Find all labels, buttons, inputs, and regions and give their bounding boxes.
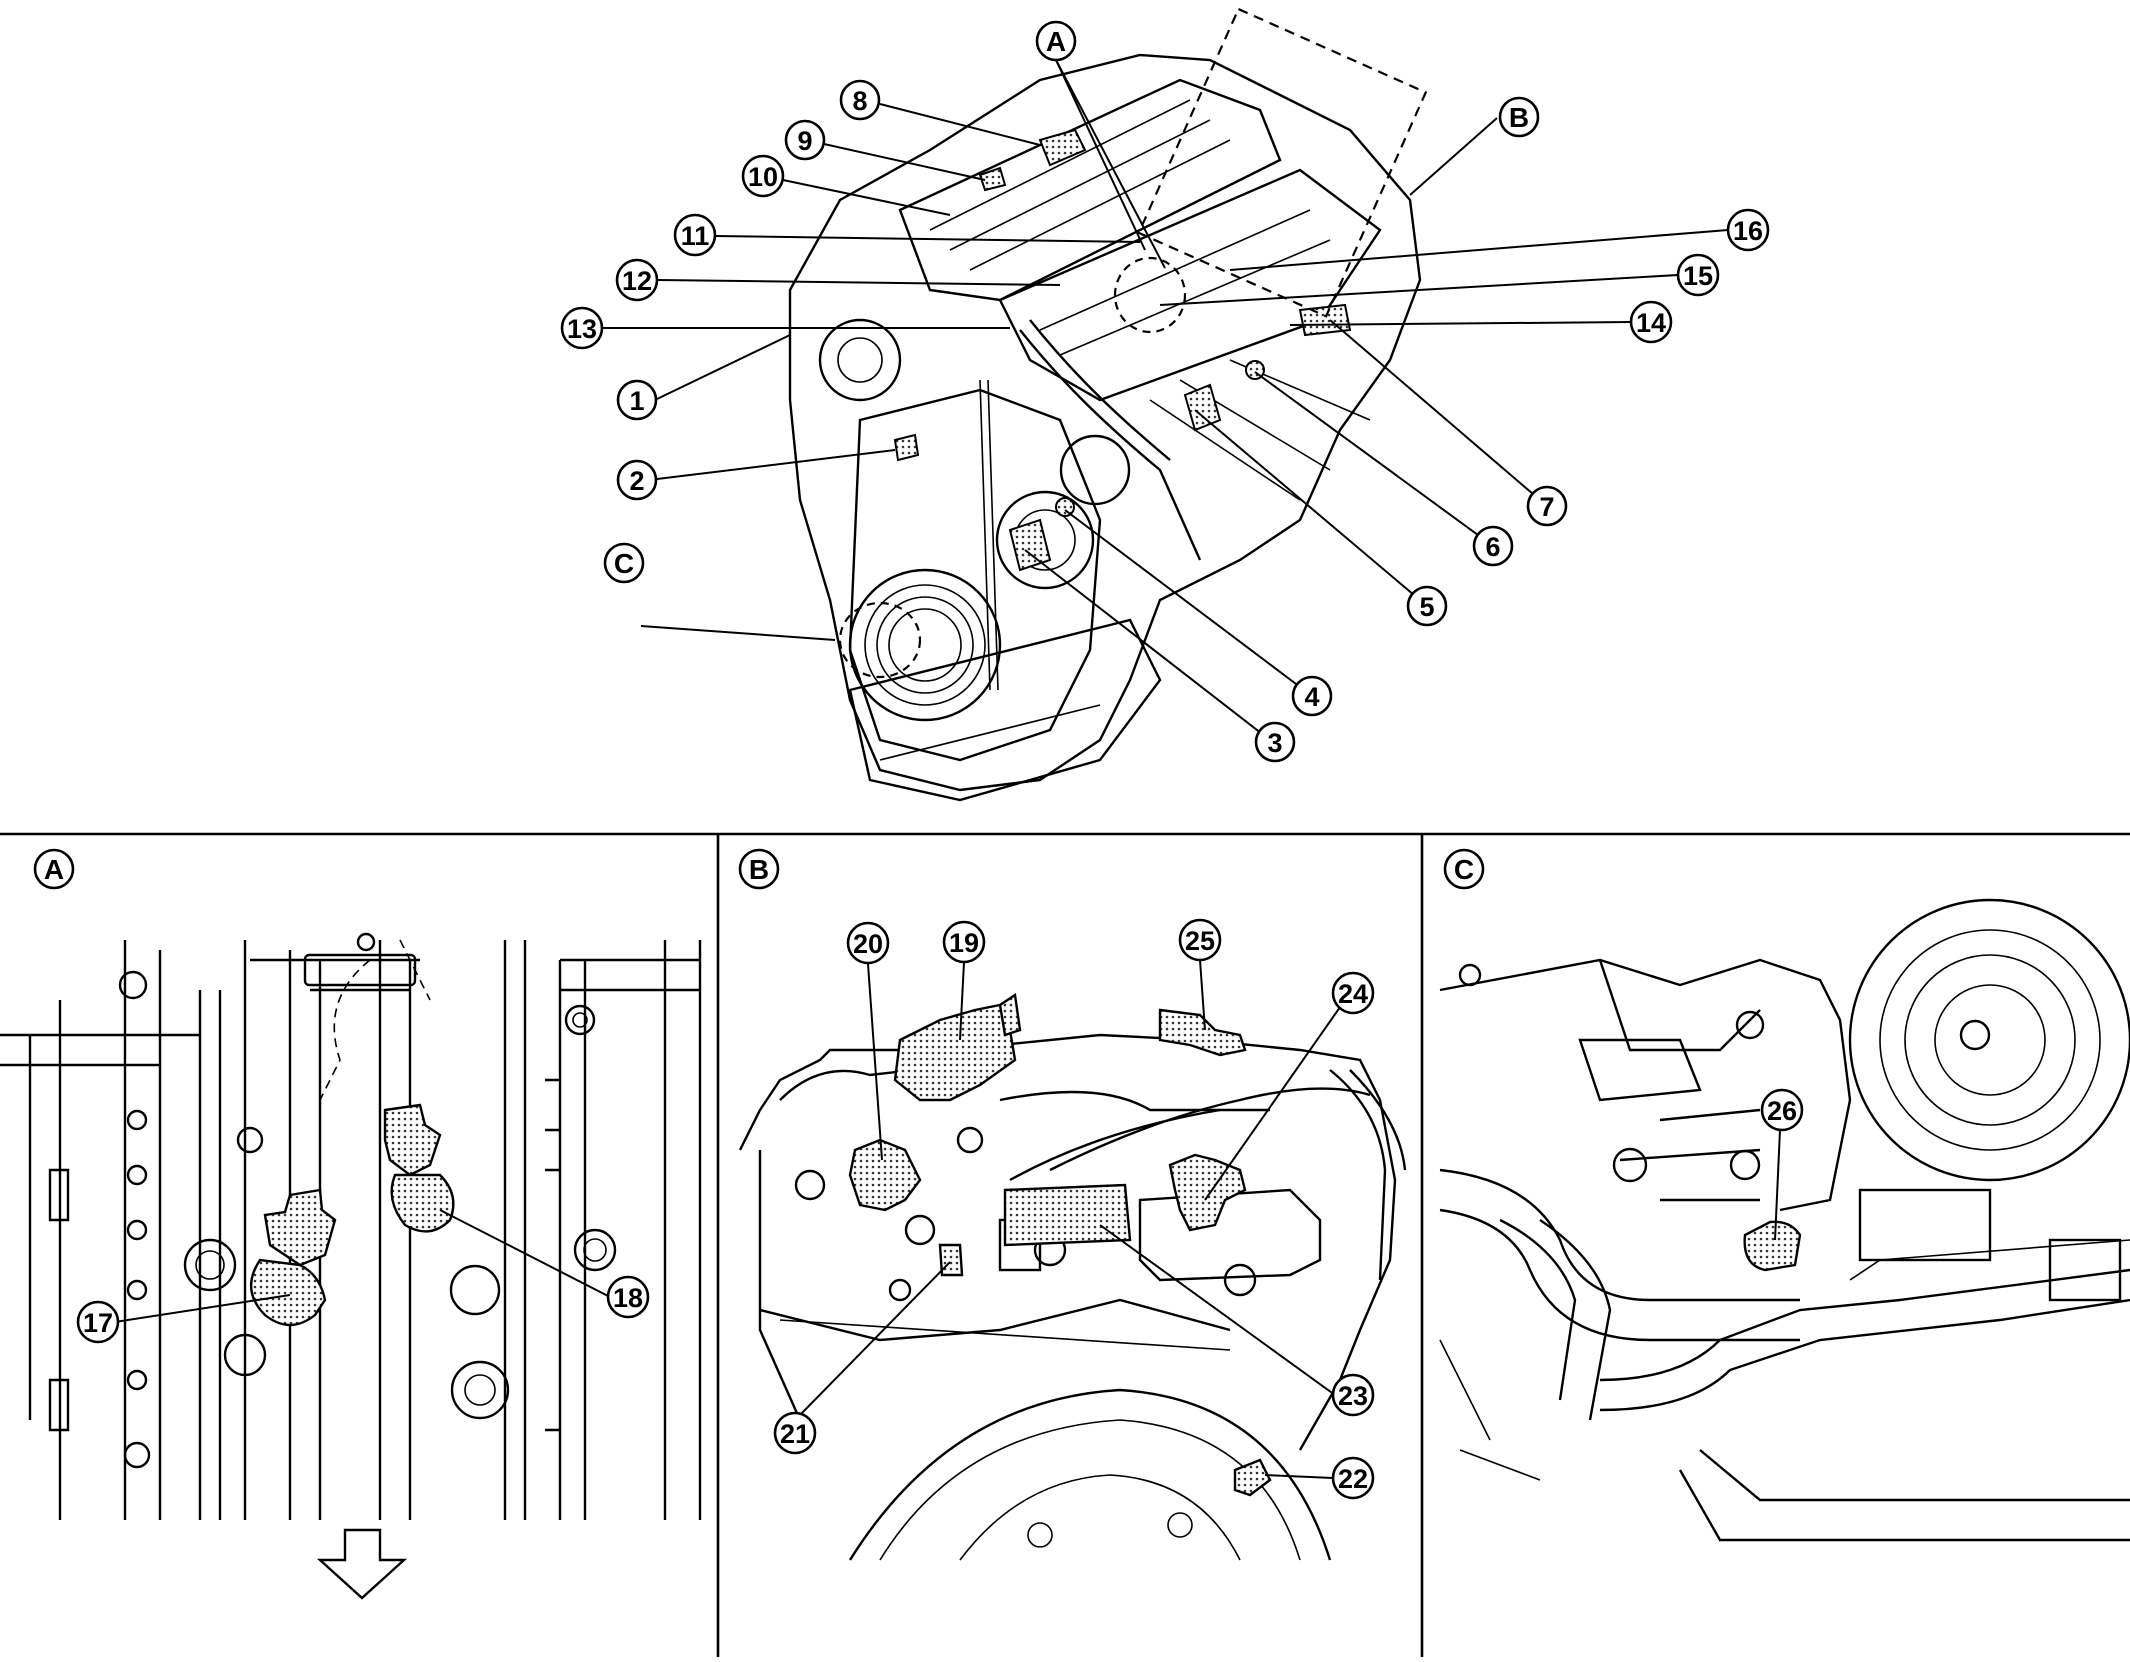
callout-12: 12	[615, 258, 659, 302]
svg-text:25: 25	[1185, 926, 1215, 956]
callout-21: 21	[773, 1411, 817, 1455]
svg-text:19: 19	[949, 928, 979, 958]
detail-a-marker	[1113, 256, 1187, 334]
svg-text:15: 15	[1683, 261, 1713, 291]
svg-text:1: 1	[629, 386, 644, 416]
svg-text:23: 23	[1338, 1381, 1368, 1411]
callout-26: 26	[1760, 1088, 1804, 1132]
sensor-26	[1743, 1220, 1802, 1272]
callout-20: 20	[846, 921, 890, 965]
callout-17: 17	[76, 1300, 120, 1344]
callout-1: 1	[616, 379, 658, 421]
svg-text:5: 5	[1419, 592, 1434, 622]
callout-5: 5	[1406, 585, 1448, 627]
svg-text:6: 6	[1485, 532, 1500, 562]
main-callouts: A B C 1 2 3 4 5 6 7 8 9 10 11 12 13 14 1…	[560, 20, 1770, 763]
detail-panel-a: A 17 18	[0, 848, 702, 1600]
svg-text:24: 24	[1338, 979, 1368, 1009]
panel-b-letter: B	[738, 848, 780, 890]
detail-c-marker	[838, 601, 922, 679]
callout-8: 8	[839, 79, 881, 121]
callout-11: 11	[673, 213, 717, 257]
svg-text:22: 22	[1338, 1464, 1368, 1494]
svg-text:3: 3	[1267, 728, 1282, 758]
engine-main-view	[788, 7, 1428, 802]
svg-text:14: 14	[1636, 308, 1666, 338]
callout-15: 15	[1676, 253, 1720, 297]
svg-text:C: C	[614, 548, 634, 579]
svg-text:10: 10	[748, 162, 778, 192]
svg-text:18: 18	[613, 1283, 643, 1313]
sensor-22	[1233, 1458, 1272, 1497]
callout-9: 9	[784, 119, 826, 161]
svg-text:C: C	[1454, 854, 1474, 885]
svg-text:7: 7	[1539, 492, 1554, 522]
detail-panel-frames	[0, 832, 2130, 1657]
sensor-24	[1168, 1153, 1247, 1232]
detail-panel-c: C 26	[1439, 848, 2130, 1542]
panel-a-letter: A	[33, 848, 75, 890]
svg-text:9: 9	[797, 126, 812, 156]
callout-7: 7	[1526, 485, 1568, 527]
sensor-25	[1158, 1008, 1247, 1057]
sensor-21	[938, 1243, 964, 1277]
callout-a-letter: A	[1035, 20, 1077, 62]
svg-text:4: 4	[1304, 682, 1319, 712]
sensor-20	[848, 1138, 922, 1212]
front-direction-arrow-icon	[316, 1528, 408, 1600]
callout-6: 6	[1472, 525, 1514, 567]
svg-text:B: B	[1509, 102, 1529, 133]
sensor-23	[1003, 1183, 1132, 1247]
callout-16: 16	[1726, 208, 1770, 252]
detail-panel-b: B	[738, 848, 1407, 1561]
callout-19: 19	[942, 920, 986, 964]
svg-text:13: 13	[567, 314, 597, 344]
callout-18: 18	[606, 1275, 650, 1319]
svg-text:12: 12	[622, 266, 652, 296]
callout-3: 3	[1254, 721, 1296, 763]
callout-2: 2	[616, 459, 658, 501]
callout-10: 10	[741, 154, 785, 198]
svg-text:A: A	[1046, 26, 1066, 57]
detail-b-marker	[1137, 7, 1428, 318]
svg-text:21: 21	[780, 1419, 810, 1449]
callout-25: 25	[1178, 918, 1222, 962]
svg-text:2: 2	[629, 466, 644, 496]
callout-b-letter: B	[1498, 96, 1540, 138]
svg-text:B: B	[749, 854, 769, 885]
panel-c-letter: C	[1443, 848, 1485, 890]
callout-4: 4	[1291, 675, 1333, 717]
main-leader-lines	[603, 59, 1729, 745]
svg-text:17: 17	[83, 1308, 113, 1338]
svg-text:26: 26	[1767, 1096, 1797, 1126]
callout-14: 14	[1629, 300, 1673, 344]
sensor-19	[893, 1003, 1017, 1102]
svg-text:20: 20	[853, 929, 883, 959]
svg-text:A: A	[44, 854, 64, 885]
callout-13: 13	[560, 306, 604, 350]
callout-24: 24	[1331, 971, 1375, 1015]
svg-text:11: 11	[681, 221, 710, 251]
callout-23: 23	[1331, 1373, 1375, 1417]
callout-c-letter: C	[603, 542, 645, 584]
svg-text:8: 8	[852, 86, 867, 116]
callout-22: 22	[1331, 1456, 1375, 1500]
svg-text:16: 16	[1733, 216, 1763, 246]
